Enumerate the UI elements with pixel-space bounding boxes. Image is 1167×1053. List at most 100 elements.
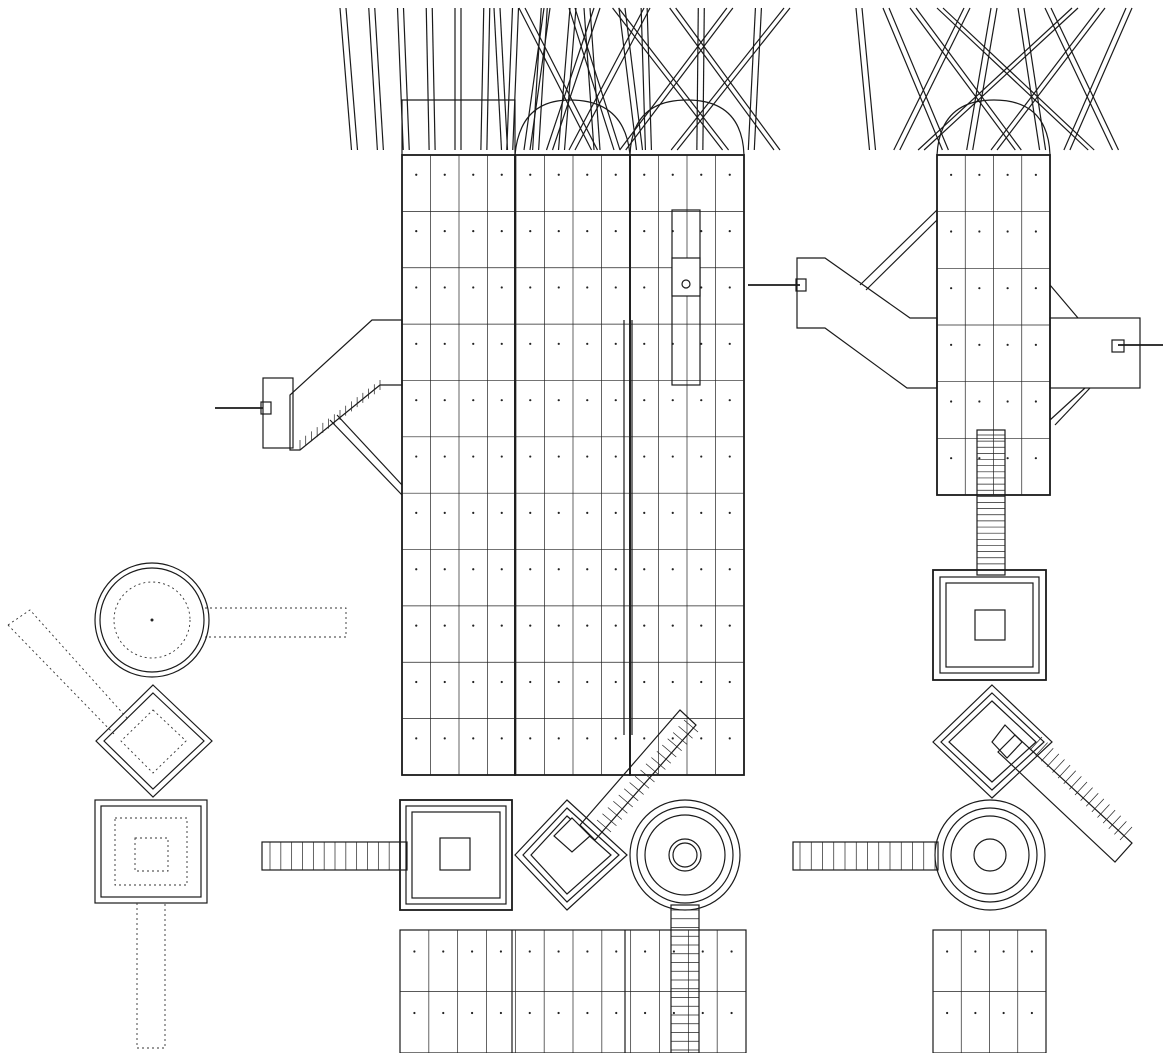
bolt-mark <box>614 568 617 571</box>
line-mark <box>523 7 545 151</box>
bolt-mark <box>643 455 646 458</box>
line-mark <box>618 7 638 151</box>
plan-round-right <box>792 799 1046 911</box>
bolt-mark <box>978 287 981 290</box>
line-mark <box>675 7 781 151</box>
line-mark <box>1102 809 1116 824</box>
line-mark <box>882 7 943 151</box>
line-mark <box>640 7 647 151</box>
line-mark <box>1023 7 1047 151</box>
bolt-mark <box>472 342 475 345</box>
elevator-pulley <box>681 279 691 289</box>
bolt-mark <box>1034 457 1037 460</box>
bolt-mark <box>671 511 674 515</box>
bolt-mark <box>586 399 589 402</box>
line-mark <box>1097 804 1110 818</box>
bolt-mark <box>728 624 731 627</box>
bolt-mark <box>643 950 647 953</box>
line-mark <box>486 7 491 151</box>
line-mark <box>623 788 639 802</box>
line-mark <box>1114 821 1127 835</box>
bolt-mark <box>557 173 560 176</box>
bolt-mark <box>728 229 731 233</box>
line-mark <box>480 7 485 151</box>
bolt-mark <box>978 173 981 176</box>
line-mark <box>683 719 699 733</box>
line-mark <box>672 732 688 745</box>
bolt-mark <box>472 568 475 571</box>
line-mark <box>753 7 763 151</box>
bolt-mark <box>415 173 418 176</box>
bolt-mark <box>671 568 674 571</box>
line-mark <box>493 7 503 151</box>
bolt-mark <box>728 455 731 458</box>
line-mark <box>538 7 548 151</box>
bolt-mark <box>730 950 733 953</box>
bolt-mark <box>557 1011 560 1015</box>
main-tower-cap-left <box>401 99 516 155</box>
bolt-mark <box>1006 173 1009 176</box>
bolt-mark <box>557 624 560 627</box>
line-mark <box>861 7 877 151</box>
line-mark <box>512 7 520 151</box>
line-mark <box>1044 7 1114 151</box>
bolt-mark <box>470 1011 474 1015</box>
plan-diamond-right <box>932 684 1133 863</box>
bolt-mark <box>700 342 703 345</box>
line-mark <box>651 757 666 770</box>
bolt-mark <box>671 455 674 458</box>
bolt-mark <box>499 1011 503 1015</box>
line-mark <box>1091 798 1105 813</box>
line-mark <box>702 7 705 151</box>
bolt-mark <box>586 737 589 740</box>
line-mark <box>996 7 1106 151</box>
bolt-mark <box>730 1011 733 1015</box>
bolt-mark <box>529 342 532 345</box>
bolt-mark <box>1034 230 1037 233</box>
bolt-mark <box>974 1011 977 1015</box>
bolt-mark <box>557 737 560 740</box>
bolt-mark <box>586 624 589 627</box>
bolt-mark <box>700 173 703 176</box>
bolt-mark <box>1034 400 1037 403</box>
bolt-mark <box>700 399 703 402</box>
line-mark <box>1029 736 1043 751</box>
bolt-mark <box>950 287 953 290</box>
line-mark <box>618 794 633 808</box>
line-mark <box>915 7 1022 151</box>
line-mark <box>936 7 1089 151</box>
plan-round-stair <box>629 799 741 1053</box>
bolt-mark <box>643 568 646 571</box>
line-mark <box>640 769 655 783</box>
line-mark <box>645 763 661 777</box>
bolt-mark <box>443 173 446 176</box>
bolt-mark <box>643 286 646 289</box>
line-mark <box>1074 781 1088 796</box>
line-mark <box>662 744 677 758</box>
bolt-mark <box>672 1011 676 1015</box>
bolt-mark <box>500 624 503 627</box>
bolt-mark <box>614 173 617 176</box>
line-mark <box>1063 7 1127 151</box>
bolt-mark <box>586 455 589 458</box>
bolt-mark <box>413 950 416 953</box>
bolt-mark <box>1006 457 1009 460</box>
line-mark <box>574 7 621 151</box>
bolt-mark <box>700 511 703 515</box>
main-tower-shaft-middle <box>514 154 631 776</box>
bolt-mark <box>586 568 589 571</box>
line-mark <box>917 7 1073 151</box>
bolt-mark <box>443 624 446 627</box>
bolt-mark <box>1030 1011 1033 1015</box>
bolt-mark <box>671 624 674 627</box>
line-mark <box>624 7 644 151</box>
bolt-mark <box>643 399 646 402</box>
bolt-mark <box>950 230 953 233</box>
line-mark <box>568 7 615 151</box>
line-mark <box>374 7 384 151</box>
bolt-mark <box>950 457 953 460</box>
bolt-mark <box>500 229 503 233</box>
line-mark <box>607 807 623 820</box>
bolt-mark <box>615 950 618 953</box>
